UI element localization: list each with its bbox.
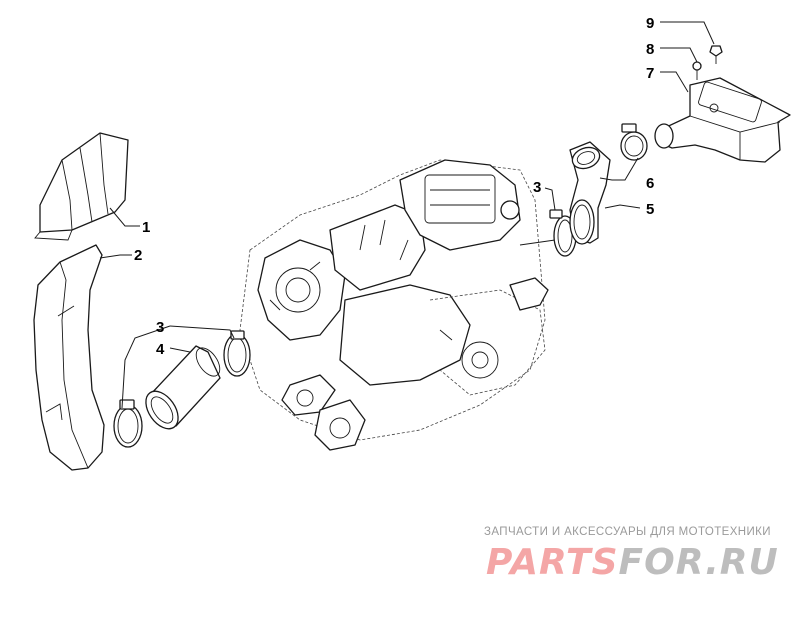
callout-1: 1 <box>142 219 150 236</box>
engine-assembly <box>239 159 556 451</box>
leader-lines <box>99 21 715 409</box>
callout-4: 4 <box>156 341 165 358</box>
watermark-tagline: ЗАПЧАСТИ И АКСЕССУАРЫ ДЛЯ МОТОТЕХНИКИ <box>484 526 771 538</box>
part-6-clamp <box>620 123 648 161</box>
watermark-logo-grey: FOR.RU <box>618 542 779 583</box>
part-3-clamp-upper <box>223 330 251 377</box>
part-3-clamp-lower <box>113 399 143 448</box>
part-5-curved-duct <box>569 141 611 245</box>
part-8-screw <box>692 61 702 80</box>
callout-labels: 1 2 3 4 3 6 5 7 8 9 <box>134 15 654 358</box>
watermark-logo: PARTSFOR.RU <box>486 542 779 583</box>
callout-7: 7 <box>646 65 654 82</box>
callout-3-left: 3 <box>156 319 164 336</box>
watermark-logo-red: PARTS <box>486 542 619 583</box>
part-7-airbox-housing <box>654 77 791 163</box>
part-1-intake-cover <box>34 132 129 241</box>
callout-2: 2 <box>134 247 142 264</box>
part-4-coupler-boot <box>145 345 221 430</box>
callout-8: 8 <box>646 41 654 58</box>
callout-6: 6 <box>646 175 654 192</box>
callout-3-right: 3 <box>533 179 541 196</box>
callout-5: 5 <box>646 201 654 218</box>
callout-9: 9 <box>646 15 654 32</box>
part-2-intake-duct <box>33 244 105 471</box>
part-9-bolt <box>709 45 723 64</box>
